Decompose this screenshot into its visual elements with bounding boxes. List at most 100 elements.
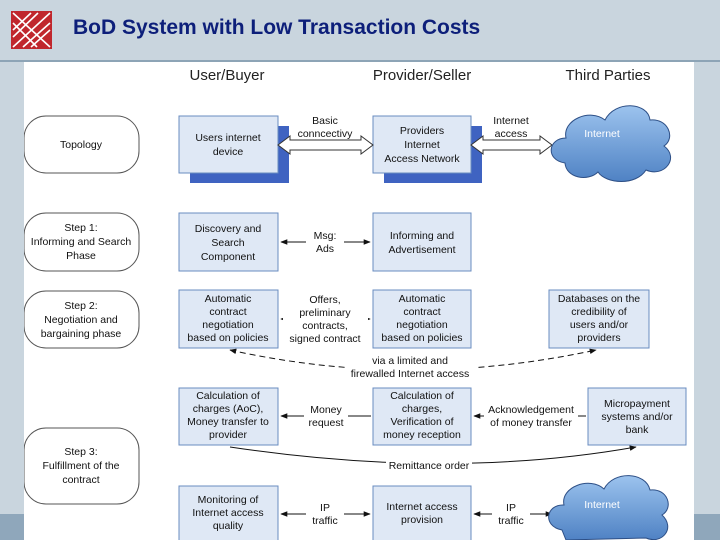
box-line: Databases on the — [558, 293, 640, 305]
box-line: money reception — [383, 429, 461, 441]
edge-label-internet-access: access — [495, 128, 528, 140]
edge-label-ip1: IP — [320, 502, 330, 514]
phase-step1-line: Phase — [66, 250, 96, 262]
box-line: negotiation — [202, 319, 254, 331]
phase-step1-line: Informing and Search — [31, 236, 132, 248]
connectivity-double-arrow — [277, 135, 374, 155]
box-line: Verification of — [390, 416, 453, 428]
box-line: Money transfer to — [187, 416, 269, 428]
edge-label-offers: Offers, — [309, 294, 340, 306]
phase-step3-line: Step 3: — [64, 446, 97, 458]
phase-step1-line: Step 1: — [64, 222, 97, 234]
internet-cloud-icon: Internet — [548, 475, 669, 540]
column-header-provider: Provider/Seller — [373, 67, 471, 84]
phase-topology-label: Topology — [60, 139, 103, 151]
box-line: Monitoring of — [198, 494, 259, 506]
slide-content: User/Buyer Provider/Seller Third Parties… — [24, 62, 694, 540]
edge-label-offers: preliminary — [299, 307, 351, 319]
box-line: credibility of — [571, 306, 627, 318]
box-line: Internet — [404, 139, 440, 151]
box-line: provision — [401, 514, 443, 526]
box-line: quality — [213, 520, 244, 532]
box-line: Micropayment — [604, 398, 670, 410]
edge-label-limited: via a limited and — [372, 355, 448, 367]
phase-step1: Step 1: Informing and Search Phase — [24, 212, 140, 272]
box-line: Users internet — [195, 132, 260, 144]
edge-label-money-request: Money — [310, 404, 342, 416]
column-header-user: User/Buyer — [189, 67, 264, 84]
box-line: contract — [403, 306, 440, 318]
databases-box: Databases on the credibility of users an… — [548, 289, 650, 349]
box-line: provider — [209, 429, 247, 441]
box-line: charges (AoC), — [193, 403, 264, 415]
box-line: contract — [209, 306, 246, 318]
cloud-label: Internet — [584, 499, 620, 511]
edge-label-ip2: traffic — [498, 515, 523, 527]
edge-label-remittance: Remittance order — [389, 460, 470, 472]
monitoring-box: Monitoring of Internet access quality — [178, 485, 279, 540]
page-title: BoD System with Low Transaction Costs — [73, 16, 481, 39]
box-line: systems and/or — [601, 411, 673, 423]
auto-negotiation-user-box: Automatic contract negotiation based on … — [178, 289, 279, 349]
logo-icon — [11, 11, 52, 49]
informing-box: Informing and Advertisement — [372, 212, 472, 272]
box-line: Search — [211, 237, 244, 249]
edge-label-offers: signed contract — [289, 333, 360, 345]
box-line: device — [213, 146, 244, 158]
edge-label-msg: Ads — [316, 243, 334, 255]
edge-label-msg: Msg: — [314, 230, 337, 242]
charges-provider-box: Calculation of charges, Verification of … — [372, 387, 472, 446]
box-line: Access Network — [384, 153, 460, 165]
box-line: based on policies — [187, 332, 268, 344]
edge-label-ack: of money transfer — [490, 417, 572, 429]
box-line: Automatic — [399, 293, 446, 305]
auto-negotiation-provider-box: Automatic contract negotiation based on … — [372, 289, 472, 349]
edge-label-offers: contracts, — [302, 320, 348, 332]
discovery-box: Discovery and Search Component — [178, 212, 279, 272]
box-line: bank — [626, 424, 650, 436]
box-line: Internet access — [386, 501, 457, 513]
phase-step3: Step 3: Fulfillment of the contract — [24, 427, 140, 505]
edge-label-basic: conncectivy — [298, 128, 354, 140]
box-line: Internet access — [192, 507, 263, 519]
charges-user-box: Calculation of charges (AoC), Money tran… — [178, 387, 279, 446]
box-line: Component — [201, 251, 255, 263]
box-line: Calculation of — [390, 390, 454, 402]
edge-label-ip1: traffic — [312, 515, 337, 527]
edge-label-money-request: request — [308, 417, 343, 429]
box-line: Providers — [400, 125, 444, 137]
phase-step2-line: Step 2: — [64, 300, 97, 312]
box-line: negotiation — [396, 319, 448, 331]
access-provision-box: Internet access provision — [372, 485, 472, 540]
box-line: Discovery and — [195, 223, 262, 235]
phase-step3-line: Fulfillment of the — [42, 460, 119, 472]
header-divider — [0, 60, 720, 62]
phase-step2-line: Negotiation and — [44, 314, 118, 326]
right-margin — [694, 62, 720, 514]
users-device-box: Users internet device — [178, 115, 289, 183]
box-line: Informing and — [390, 230, 454, 242]
phase-step2: Step 2: Negotiation and bargaining phase — [24, 290, 140, 349]
bod-diagram: User/Buyer Provider/Seller Third Parties… — [24, 67, 687, 540]
edge-label-internet-access: Internet — [493, 115, 529, 127]
edge-label-ack: Acknowledgement — [488, 404, 574, 416]
phase-step3-line: contract — [62, 474, 99, 486]
box-line: providers — [577, 332, 620, 344]
provider-network-box: Providers Internet Access Network — [372, 115, 482, 183]
box-line: users and/or — [570, 319, 629, 331]
phase-step2-line: bargaining phase — [41, 328, 122, 340]
box-line: based on policies — [381, 332, 462, 344]
slide-header: BoD System with Low Transaction Costs — [0, 0, 720, 60]
internet-cloud-icon: Internet — [550, 105, 671, 182]
edge-label-ip2: IP — [506, 502, 516, 514]
box-line: Automatic — [205, 293, 252, 305]
micropayment-box: Micropayment systems and/or bank — [587, 387, 687, 446]
column-header-third-parties: Third Parties — [565, 67, 650, 84]
box-line: Advertisement — [388, 244, 455, 256]
edge-label-basic: Basic — [312, 115, 338, 127]
box-line: Calculation of — [196, 390, 260, 402]
edge-label-limited: firewalled Internet access — [351, 368, 469, 380]
cloud-label: Internet — [584, 128, 620, 140]
box-line: charges, — [402, 403, 442, 415]
phase-topology: Topology — [24, 115, 140, 174]
